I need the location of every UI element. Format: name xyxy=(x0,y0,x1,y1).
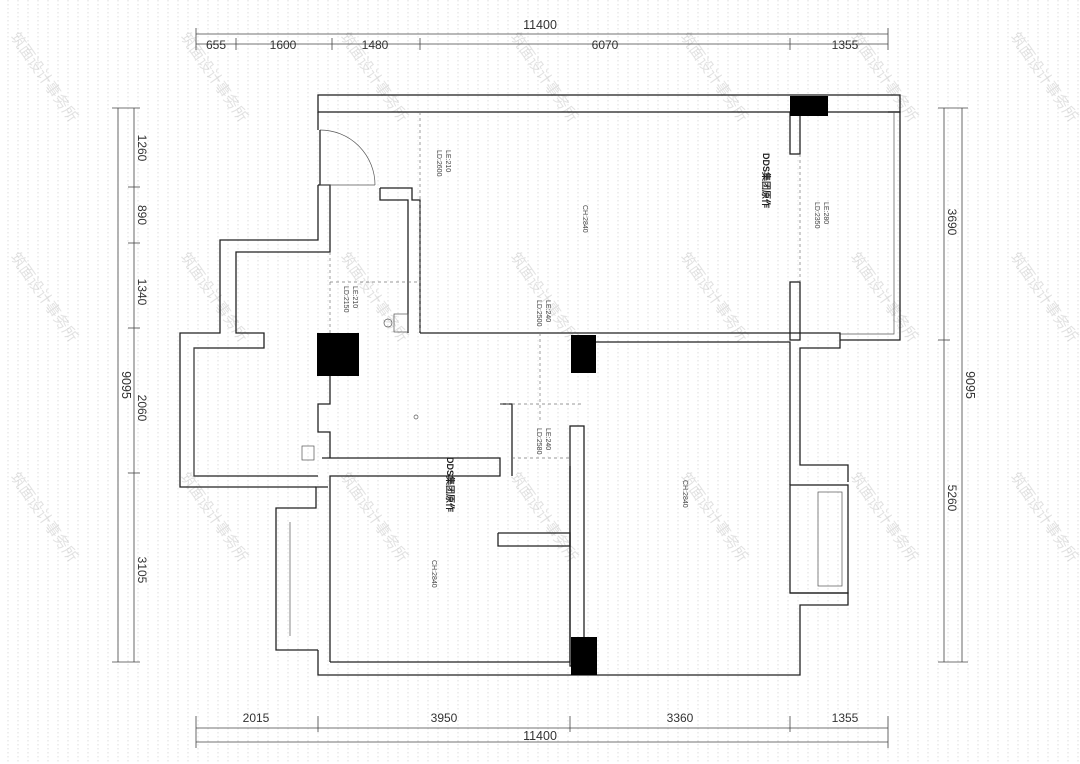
bottom-dim-3: 3360 xyxy=(667,711,694,725)
left-total-dim: 9095 xyxy=(119,371,133,399)
bottom-dim-2: 3950 xyxy=(431,711,458,725)
top-dim-3: 1480 xyxy=(362,38,389,52)
bottom-dim-1: 2015 xyxy=(243,711,270,725)
ch-living: CH:2840 xyxy=(681,480,688,508)
column-bottom xyxy=(571,637,597,675)
right-dimension-chain: 3690 9095 5260 xyxy=(938,107,977,663)
column-center xyxy=(571,335,596,373)
ceiling-height-labels: CH:2840 CH:2840 CH:2840 xyxy=(430,205,688,588)
top-total-dim: 11400 xyxy=(523,18,557,32)
walls xyxy=(179,94,901,676)
top-dim-1: 655 xyxy=(206,38,226,52)
beam-corridor-mid-le: LE:240 xyxy=(544,428,551,450)
background-hatch xyxy=(7,0,1079,764)
left-dim-2: 890 xyxy=(135,205,149,225)
beam-balcony-ld: LD:2350 xyxy=(813,202,820,229)
beam-entry-ld: LD:2600 xyxy=(435,150,442,177)
left-dim-3: 1340 xyxy=(135,279,149,306)
watermark-text: 筑面设计事务所 xyxy=(1007,250,1080,346)
beam-dashed-lines xyxy=(329,112,801,459)
column-top-right xyxy=(790,96,828,116)
left-dimension-chain: 9095 1260 890 1340 2060 3105 xyxy=(112,107,149,663)
beam-corridor-top-ld: LD:2500 xyxy=(535,300,542,327)
left-dim-4: 2060 xyxy=(135,395,149,422)
bottom-total-dim: 11400 xyxy=(523,729,557,743)
top-dim-5: 1355 xyxy=(832,38,859,52)
watermark-text: 筑面设计事务所 xyxy=(1007,30,1080,126)
brand-label-upper: DDS集团原作 xyxy=(761,153,772,208)
beam-labels: LE:210 LD:2600 LE:210 LD:2150 LE:240 LD:… xyxy=(342,150,829,455)
watermark-text: 筑面设计事务所 xyxy=(1007,470,1080,566)
bottom-dimension-chain: 2015 3950 3360 1355 11400 xyxy=(195,711,889,748)
right-dim-2: 5260 xyxy=(945,485,959,512)
fixture-circle xyxy=(383,318,393,328)
top-dimension-chain: 11400 655 1600 1480 6070 1355 xyxy=(195,18,889,52)
door-swing-arc xyxy=(319,129,376,186)
left-dim-5: 3105 xyxy=(135,557,149,584)
right-total-dim: 9095 xyxy=(963,371,977,399)
watermark-layer: 筑面设计事务所筑面设计事务所筑面设计事务所筑面设计事务所筑面设计事务所筑面设计事… xyxy=(7,30,1080,566)
bottom-dim-4: 1355 xyxy=(832,711,859,725)
brand-label-lower: DDS集团原作 xyxy=(445,457,456,512)
ch-upper-room: CH:2840 xyxy=(581,205,588,233)
beam-corridor-top-le: LE:240 xyxy=(544,300,551,322)
beam-balcony-le: LE:280 xyxy=(822,202,829,224)
beam-corridor-mid-ld: LD:2580 xyxy=(535,428,542,455)
top-dim-2: 1600 xyxy=(270,38,297,52)
left-dim-1: 1260 xyxy=(135,135,149,162)
beam-entry-le: LE:210 xyxy=(444,150,451,172)
column-left-large xyxy=(317,333,359,376)
top-dim-4: 6070 xyxy=(592,38,619,52)
brand-labels: DDS集团原作 DDS集团原作 xyxy=(445,153,772,512)
beam-kitchen-ld: LD:2150 xyxy=(342,286,349,313)
beam-kitchen-le: LE:210 xyxy=(351,286,358,308)
ch-bedroom: CH:2840 xyxy=(430,560,437,588)
right-dim-1: 3690 xyxy=(945,209,959,236)
structural-columns xyxy=(317,96,828,675)
